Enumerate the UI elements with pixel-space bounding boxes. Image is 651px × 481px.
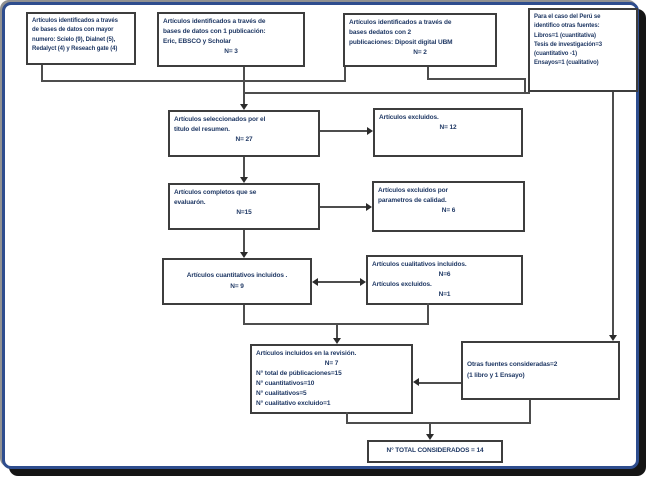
connector-line [317,281,361,283]
box-text-line: identifico otras fuentes: [534,23,600,30]
box-text-line: N° total de públicaciones=15 [256,370,342,378]
arrowhead-icon [366,203,372,211]
arrowhead-icon [240,177,248,183]
connector-line [243,230,245,253]
box-text-line: evaluarón. [174,199,206,207]
connector-line [243,157,245,178]
arrowhead-icon [240,104,248,110]
box-text-line: N° cualitativo excluido=1 [256,400,331,408]
connector-line [524,78,526,94]
box-text-line: titulo del resumen. [174,126,230,134]
arrowhead-icon [609,335,617,341]
connector-line [41,80,346,82]
connector-line [243,67,245,106]
connector-line [427,67,429,80]
connector-line [427,303,429,325]
box-text-line: N° cualitativos=5 [256,390,307,398]
box-text-line: N= 7 [324,360,339,368]
connector-line [336,323,338,339]
arrowhead-icon [426,434,434,440]
box-text-line: Ensayos=1 (cualitativo) [534,60,599,67]
box-total-considered: N° TOTAL CONSIDERADOS = 14 [367,440,503,463]
box-databases-one-pub: Artículos identificados a través de bases… [157,12,305,67]
connector-line [320,206,367,208]
box-text-line: de bases de datos con mayor [32,27,114,34]
connector-line [612,92,614,335]
connector-line [243,92,530,94]
connector-line [41,65,43,82]
arrowhead-icon [240,252,248,258]
box-text-line: N= 27 [235,136,253,144]
box-text-line: bases de datos con 1 publicación: [163,28,266,36]
box-text-line: Redalyct (4) y Reseach gate (4) [32,45,118,52]
arrowhead-icon [312,278,318,286]
box-text-line: Artículos incluidos en la revisión. [256,350,357,357]
box-selected-by-title: Artículos seleccionados por el titulo del… [168,110,320,157]
box-text-line: publicaciones: Diposit digital UBM [349,39,453,47]
box-text-line: Artículos identificados a través de [349,19,452,26]
box-text-line: Tesis de investigación=3 [534,41,603,48]
arrowhead-icon [360,278,366,286]
box-text-line: (cuantitativo -1) [534,51,577,58]
box-text-line: Artículos cuantitativos incluidos . [186,272,288,280]
connector-line [344,67,346,82]
connector-line [529,400,531,424]
box-text-line: Para el caso del Perú se [534,14,601,20]
box-included-in-review: Artículos incluidos en la revisión. N= 7 N… [250,344,413,415]
box-text-line: Otras fuentes consideradas=2 [467,361,558,369]
box-text-line: Artículos cualitativos incluidos. [372,261,467,268]
box-text-line: N=6 [438,271,451,279]
box-quantitative-included: Artículos cuantitativos incluidos . N= 9 [162,258,312,305]
arrowhead-icon [333,338,341,344]
box-text-line: (1 libro y 1 Ensayo) [467,371,525,379]
box-text-line: Artículos completos que se [174,189,257,196]
box-text-line: Artículos excluidos. [379,114,439,121]
box-text-line: N=1 [438,291,451,299]
box-full-articles-evaluated: Artículos completos que se evaluarón. N=15 [168,183,320,230]
box-text-line: bases dedatos con 2 [349,29,412,37]
connector-line [427,78,526,80]
box-text-line: N= 2 [413,49,427,57]
box-text-line: N° cuantitativos=10 [256,380,315,388]
box-databases-two-pubs: Artículos identificados a través de bases… [343,13,497,67]
connector-line [419,382,461,384]
box-text-line: Artículos excluidos por [378,187,448,194]
box-text-line: Eric, EBSCO y Scholar [163,38,231,46]
arrowhead-icon [367,127,373,135]
box-text-line: Artículos seleccionados por el [174,116,266,123]
box-text-line: N° TOTAL CONSIDERADOS = 14 [386,447,484,455]
box-text-line: N= 3 [224,48,238,56]
box-text-line: N= 6 [441,207,456,215]
box-databases-major: Artículos identificados a través de bases… [26,12,136,65]
box-excluded-quality: Artículos excluidos por parametros de cal… [372,181,525,232]
box-text-line: N= 12 [439,124,457,132]
box-text-line: Libros=1 (cuantitativa) [534,32,596,39]
box-text-line: parametros de calidad. [378,197,447,205]
connector-line [346,412,348,424]
box-text-line: Artículos excluidos. [372,281,432,289]
box-text-line: N=15 [236,209,252,217]
box-text-line: Artículos identificados a través de [163,18,266,25]
arrowhead-icon [413,378,419,386]
box-peru-other-sources: Para el caso del Perú se identifico otras… [528,8,638,92]
connector-line [320,130,368,132]
box-text-line: numero: Scielo (9), Dialnet (5), [32,36,116,43]
box-other-sources-considered: Otras fuentes consideradas=2 (1 libro y 1… [461,341,620,400]
connector-line [346,422,531,424]
box-text-line: Artículos identificados a través [32,18,118,24]
box-text-line: N= 9 [230,282,244,290]
connector-line [429,422,431,435]
connector-line [243,305,245,325]
box-excluded: Artículos excluidos.N= 12 [373,108,523,157]
